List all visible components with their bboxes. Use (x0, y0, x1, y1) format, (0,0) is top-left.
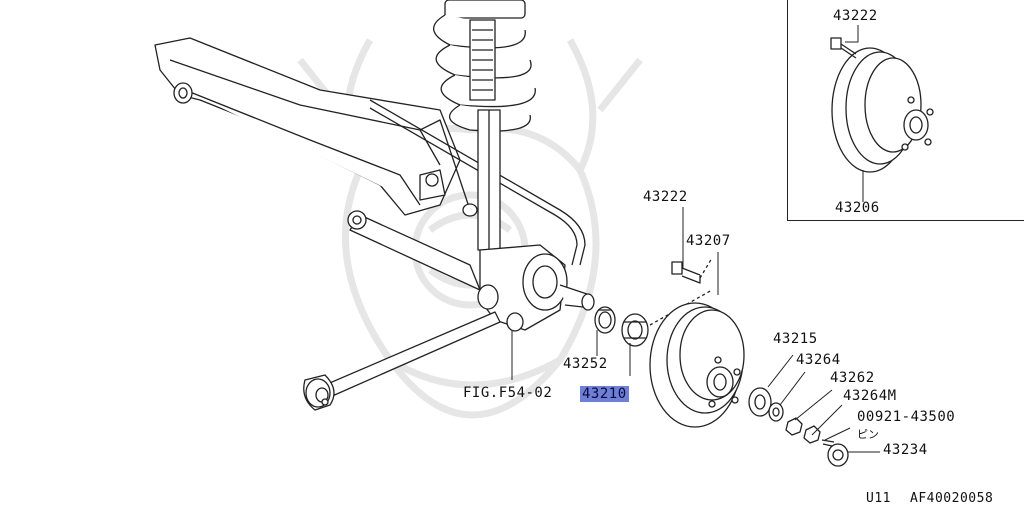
callout-seal[interactable]: 43252 (563, 356, 608, 372)
hub-bolt (649, 257, 713, 326)
callout-bearing[interactable]: 43210 (580, 386, 629, 402)
fig-reference[interactable]: FIG.F54-02 (463, 385, 553, 401)
inset-drum (830, 37, 934, 173)
callout-cap[interactable]: 43234 (883, 442, 928, 458)
callout-nut-m[interactable]: 43264M (843, 388, 897, 404)
callout-drum[interactable]: 43207 (686, 233, 731, 249)
callout-nut[interactable]: 43262 (830, 370, 875, 386)
oil-seal (594, 306, 616, 334)
crossmember (154, 37, 461, 216)
leader-lines (511, 25, 880, 453)
callout-inset-drum[interactable]: 43206 (835, 200, 880, 216)
callout-pin[interactable]: 00921-43500 (857, 409, 956, 425)
brake-drum (649, 302, 745, 428)
knuckle (477, 244, 595, 332)
callout-hub-bolt[interactable]: 43222 (643, 189, 688, 205)
footer-code: U11 (866, 491, 891, 506)
inset-frame (787, 0, 1024, 221)
callout-inset-bolt[interactable]: 43222 (833, 8, 878, 24)
strut-assembly (433, 0, 536, 251)
outer-hardware (748, 387, 849, 467)
callout-pin-note: ピン (857, 428, 879, 441)
inner-bearing (621, 313, 649, 347)
callout-outer-bearing[interactable]: 43215 (773, 331, 818, 347)
stabilizer-bar (369, 99, 586, 266)
front-link (347, 173, 481, 291)
callout-bearing-text[interactable]: 43210 (580, 386, 629, 402)
callout-washer[interactable]: 43264 (796, 352, 841, 368)
lateral-link (303, 311, 501, 411)
footer-catalog-number: AF40020058 (910, 491, 994, 506)
